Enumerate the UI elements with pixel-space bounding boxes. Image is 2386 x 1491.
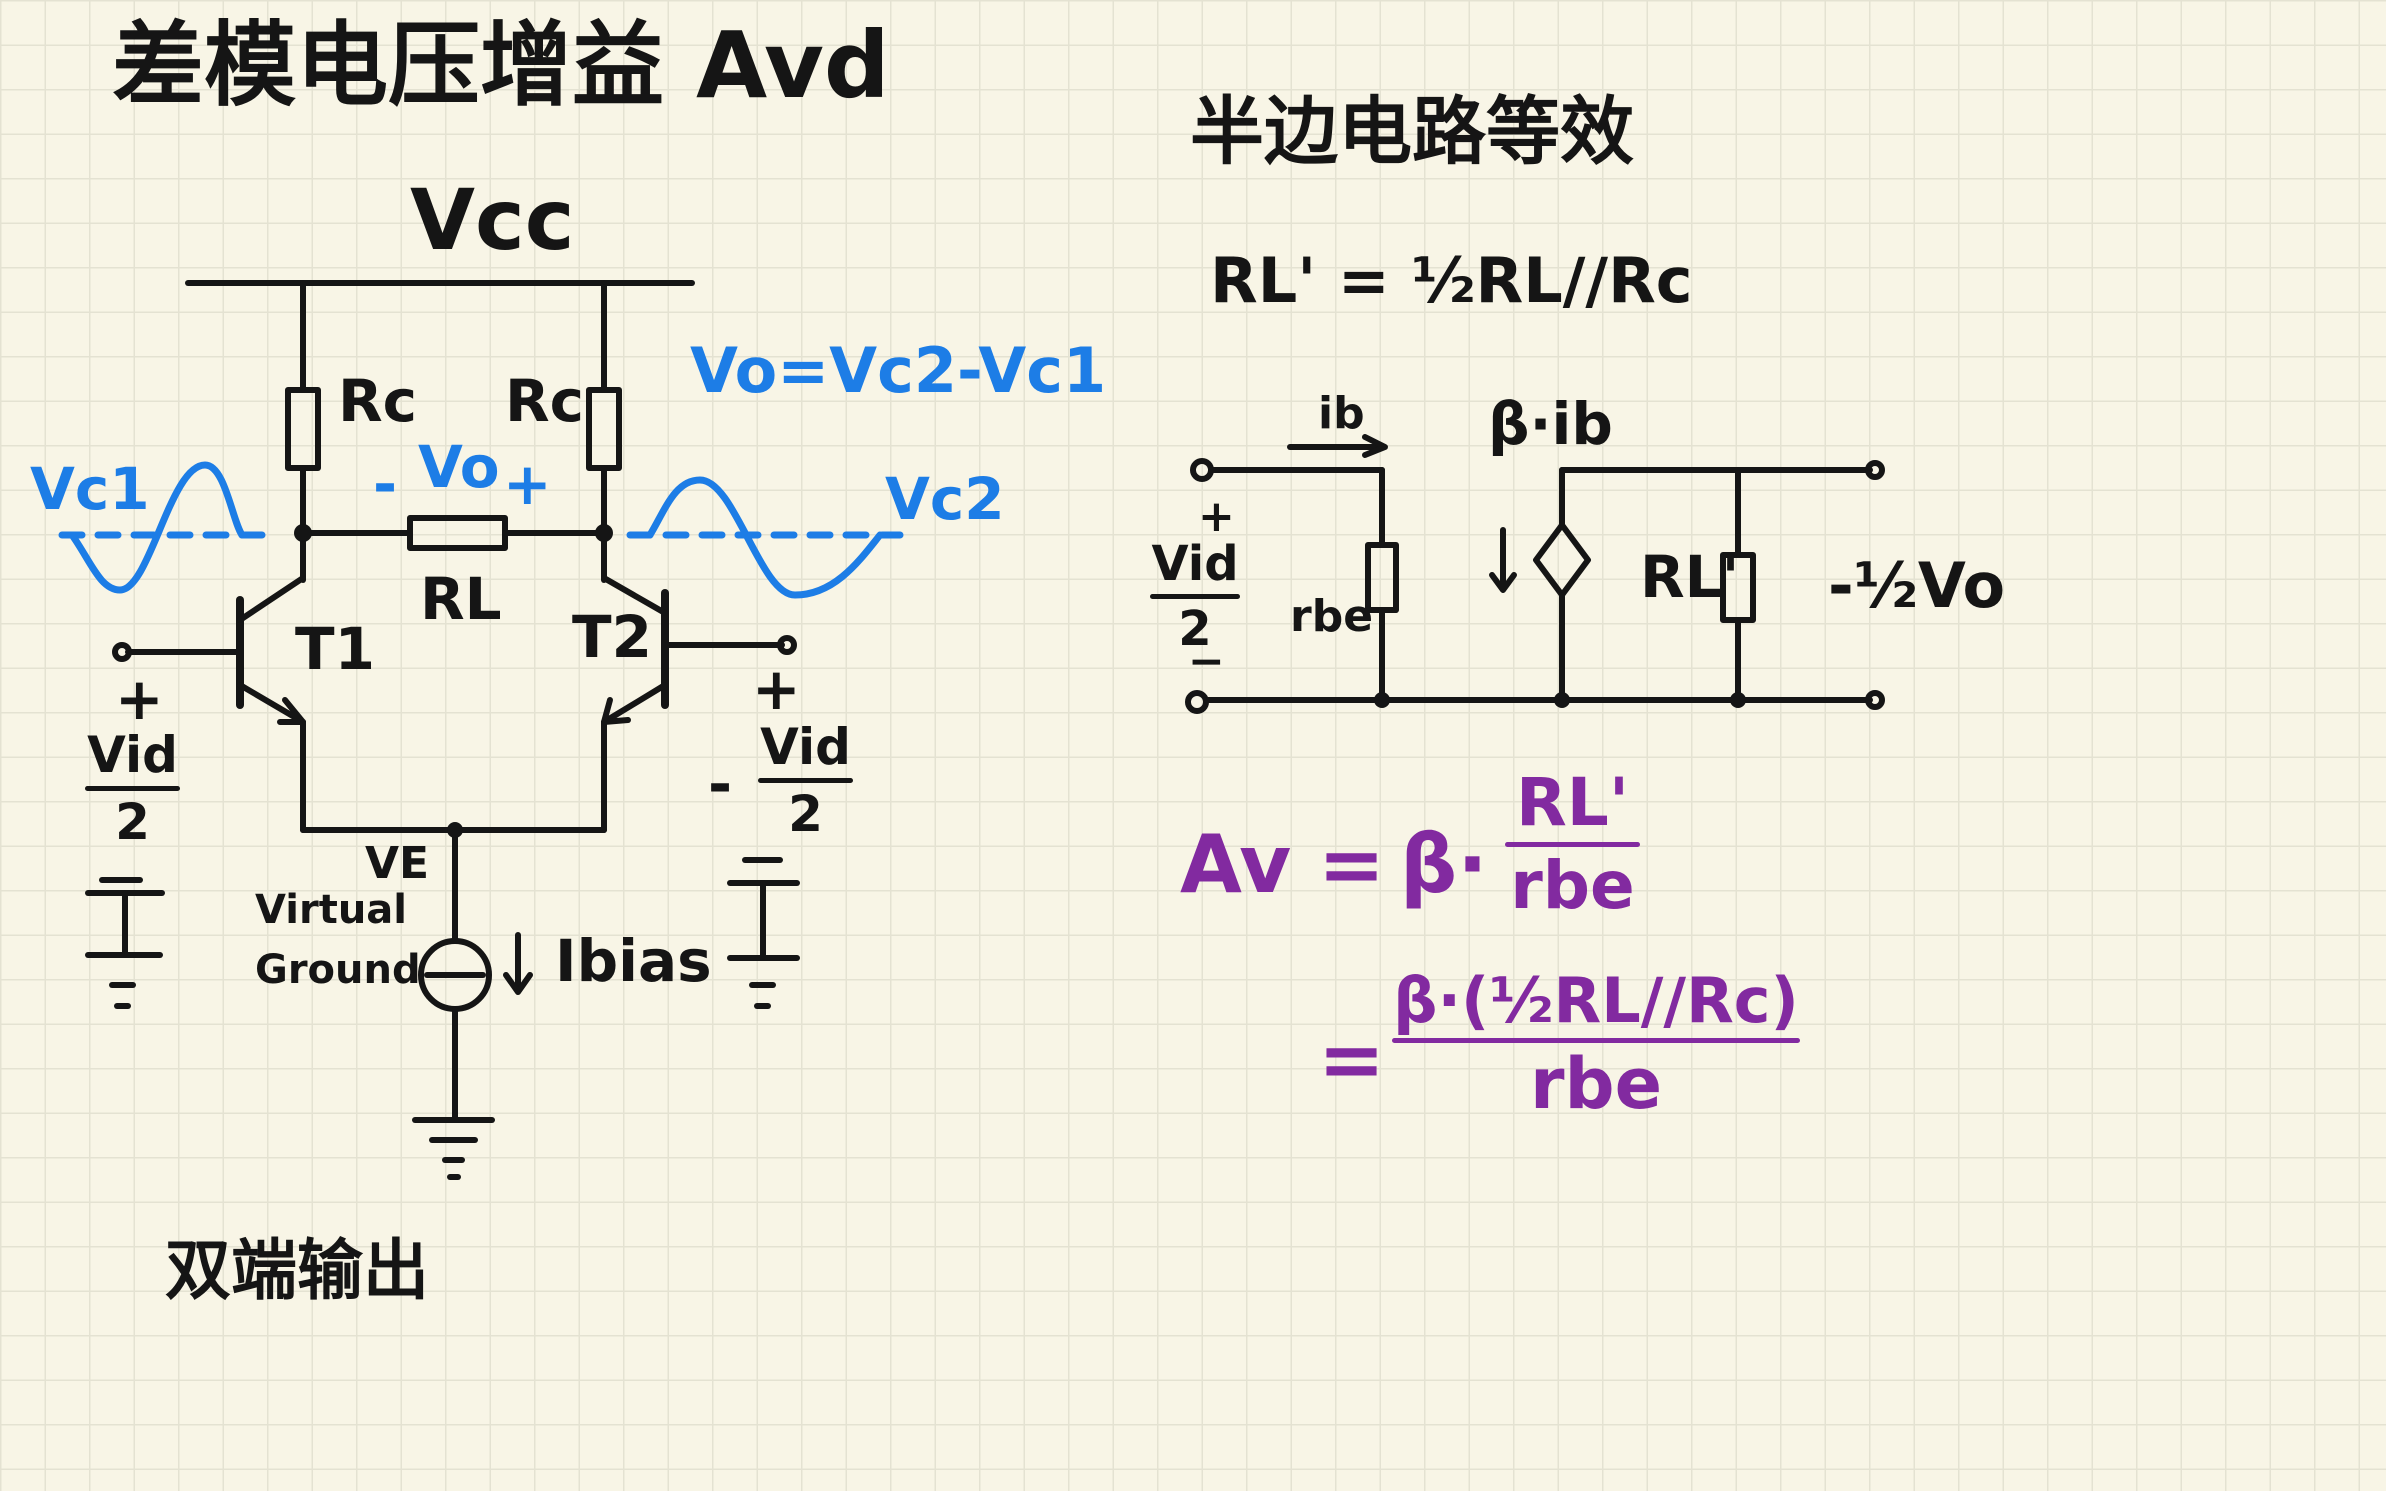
ibias-arrow-head — [503, 972, 533, 995]
junction-left-collector — [294, 524, 312, 542]
rl-resistor — [407, 515, 508, 551]
dependent-source-arrow-head — [1489, 572, 1517, 593]
right-input-denominator: 2 — [788, 785, 823, 843]
junction-right-collector — [595, 524, 613, 542]
eq-output-bottom-terminal — [1865, 690, 1885, 710]
right-rc-resistor — [586, 387, 622, 471]
vc1-waveform — [68, 461, 246, 594]
left-input-numerator: Vid — [87, 726, 178, 784]
rl-prime-label: RL' — [1640, 543, 1740, 611]
ibias-label: Ibias — [555, 927, 712, 995]
vo-minus-sign: - — [373, 450, 398, 518]
gain-beta: β· — [1400, 818, 1488, 911]
eq-junction-3 — [1730, 692, 1746, 708]
t1-label: T1 — [295, 615, 375, 683]
eq-output-label: -½Vo — [1828, 549, 2006, 622]
vc1-label: Vc1 — [30, 455, 150, 523]
eq-input-bottom-terminal — [1185, 690, 1209, 714]
gain-equals-1: = — [1318, 818, 1386, 911]
ib-label: ib — [1318, 388, 1365, 439]
gain-lhs: Av — [1180, 818, 1292, 911]
right-input-minus: - — [708, 750, 733, 818]
left-input-denominator: 2 — [115, 793, 150, 851]
rl-label: RL — [420, 565, 502, 633]
right-input-terminal — [777, 635, 797, 655]
vo-equation: Vo=Vc2-Vc1 — [690, 334, 1107, 407]
eq-input-fraction: Vid 2 — [1150, 540, 1240, 653]
gain-denominator-2: rbe — [1529, 1043, 1663, 1125]
t2-label: T2 — [572, 603, 652, 671]
rc-left-label: Rc — [338, 367, 418, 435]
dependent-source-diamond — [1533, 522, 1591, 598]
eq-junction-1 — [1374, 692, 1390, 708]
gain-fraction-bar-2 — [1392, 1038, 1800, 1043]
right-input-numerator: Vid — [760, 718, 851, 776]
right-input-plus: + — [752, 655, 801, 723]
eq-input-minus: − — [1188, 636, 1225, 687]
gain-numerator-1: RL' — [1515, 764, 1630, 841]
left-input-plus: + — [115, 665, 164, 733]
eq-input-denominator: 2 — [1178, 601, 1212, 657]
vc2-waveform — [646, 476, 884, 599]
t1-collector-lead — [237, 575, 306, 623]
output-mode-label: 双端输出 — [165, 1232, 429, 1309]
left-rc-resistor — [285, 387, 321, 471]
vo-label: Vo — [418, 433, 500, 501]
vc2-label: Vc2 — [885, 465, 1005, 533]
ib-arrow-head — [1362, 434, 1388, 458]
left-input-fraction: Vid 2 — [85, 730, 180, 847]
gain-fraction-bar-1 — [1505, 842, 1640, 847]
gain-numerator-2: β·(½RL//Rc) — [1393, 964, 1799, 1037]
ground-label: Ground — [255, 947, 421, 993]
eq-input-plus: + — [1198, 491, 1235, 542]
t2-emitter-lead — [601, 682, 668, 725]
eq-input-fraction-bar — [1150, 594, 1240, 599]
t1-emitter-lead — [237, 682, 306, 725]
eq-input-numerator: Vid — [1151, 536, 1239, 592]
right-input-fraction: Vid 2 — [758, 722, 853, 839]
gain-denominator-1: rbe — [1510, 847, 1635, 924]
eq-junction-2 — [1554, 692, 1570, 708]
left-input-terminal — [112, 642, 132, 662]
left-input-fraction-bar — [85, 786, 180, 791]
gain-equals-2: = — [1318, 1013, 1386, 1106]
left-title: 差模电压增益 Avd — [112, 12, 890, 119]
rc-right-label: Rc — [505, 367, 585, 435]
gain-fraction-2: β·(½RL//Rc) rbe — [1392, 970, 1800, 1119]
junction-emitter — [447, 822, 463, 838]
ve-label: VE — [365, 838, 430, 889]
gain-fraction-1: RL' rbe — [1505, 770, 1640, 919]
eq-output-top-terminal — [1865, 460, 1885, 480]
right-title: 半边电路等效 — [1190, 89, 1634, 175]
vcc-label: Vcc — [410, 171, 575, 269]
t2-collector-lead — [601, 575, 668, 616]
rbe-label: rbe — [1290, 591, 1374, 642]
virtual-label: Virtual — [255, 887, 407, 933]
beta-ib-label: β·ib — [1488, 390, 1613, 458]
vo-plus-sign: + — [503, 450, 552, 518]
rl-prime-definition: RL' = ½RL//Rc — [1210, 244, 1693, 317]
right-input-fraction-bar — [758, 778, 853, 783]
